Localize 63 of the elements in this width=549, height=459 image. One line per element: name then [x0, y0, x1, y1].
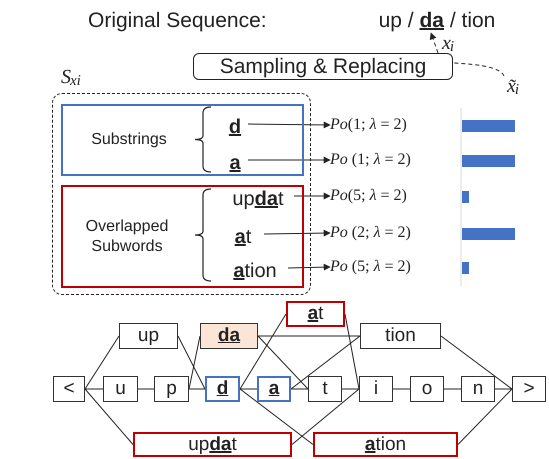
category-box — [61, 104, 304, 176]
connector-line — [494, 388, 512, 390]
token-box: > — [512, 376, 546, 402]
dashed-arrow — [430, 32, 438, 54]
probability-formula: Po(5; λ = 2) — [330, 183, 440, 209]
connector-line — [290, 336, 360, 390]
connector-line — [240, 388, 258, 390]
arrow — [288, 264, 331, 271]
probability-formula: Po(1; λ = 2) — [330, 112, 440, 138]
probability-formula: Po (5; λ = 2) — [330, 254, 440, 280]
token-box: o — [410, 376, 444, 402]
heading-label: Original Sequence: — [88, 8, 267, 34]
token-box: up — [119, 323, 178, 349]
token-box: da — [200, 323, 258, 349]
probability-formula: Po (2; λ = 2) — [330, 220, 440, 246]
process-box: Sampling & Replacing — [193, 53, 453, 80]
connector-line — [458, 388, 512, 445]
connector-line — [240, 314, 286, 390]
set-label: S$_{xi}$ — [61, 66, 81, 89]
token-box: tion — [360, 323, 441, 349]
token-box: p — [154, 376, 189, 402]
connector-line — [444, 388, 462, 390]
arrow — [248, 156, 331, 164]
connector-line — [84, 336, 120, 390]
connector-line — [178, 336, 206, 390]
category-box — [61, 185, 304, 288]
connector-line — [292, 388, 360, 445]
arrow — [294, 192, 331, 200]
connector-line — [342, 388, 360, 390]
subword-text: updat — [225, 184, 291, 214]
subword-box: updat — [133, 432, 292, 457]
token-box: a — [257, 376, 291, 402]
substring-text: d — [225, 113, 245, 141]
arrow — [248, 121, 331, 128]
category-label: Overlapped Subwords — [84, 217, 170, 256]
category-label: Substrings — [90, 130, 168, 150]
token-box: u — [103, 376, 138, 402]
connector-line — [440, 336, 512, 390]
token-box: d — [205, 376, 240, 402]
connector-line — [188, 336, 200, 390]
connector-line — [138, 388, 154, 390]
math-label: x$_{i}$ — [442, 32, 454, 55]
subword-box: ation — [313, 432, 458, 457]
subword-text: ation — [225, 256, 285, 286]
connector-line — [392, 388, 410, 390]
connector-line — [188, 388, 206, 390]
probability-formula: Po (1; λ = 2) — [330, 147, 440, 173]
token-box: t — [308, 376, 342, 402]
math-label: x̃$_{i}$ — [498, 72, 528, 100]
connector-line — [258, 336, 308, 390]
subword-text: at — [225, 222, 261, 252]
token-box: n — [461, 376, 495, 402]
connector-line — [290, 388, 308, 390]
connector-line — [84, 388, 104, 390]
connector-line — [240, 388, 314, 445]
substring-text: a — [225, 149, 245, 177]
arrow — [264, 230, 331, 237]
connector-line — [344, 314, 360, 390]
dashed-line — [452, 62, 504, 76]
token-box: i — [359, 376, 393, 402]
subword-box: at — [286, 301, 345, 327]
token-box: < — [53, 376, 85, 402]
connector-line — [84, 388, 134, 445]
